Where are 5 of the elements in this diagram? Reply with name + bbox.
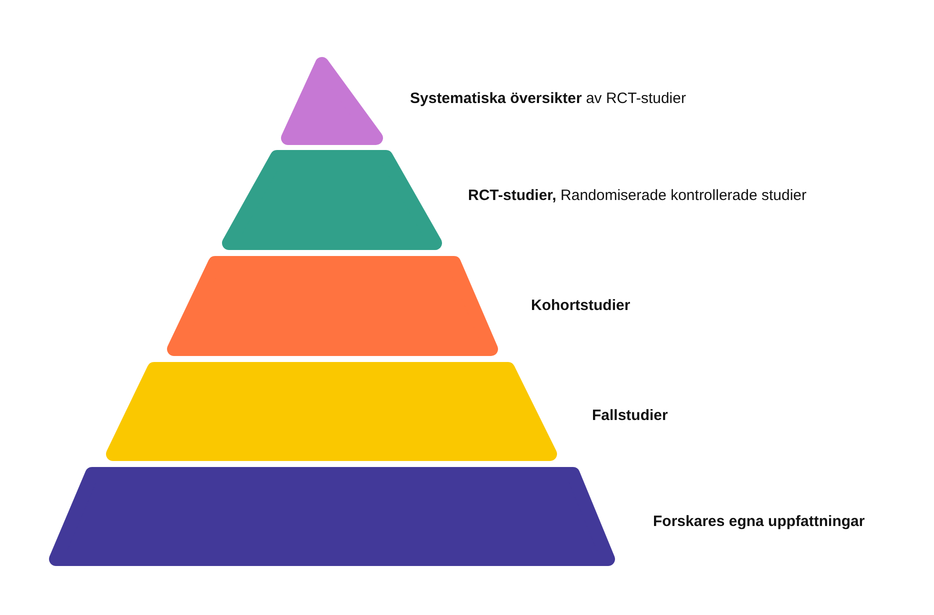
tier-label: RCT-studier, Randomiserade kontrollerade studier xyxy=(468,187,806,205)
tier-label: Fallstudier xyxy=(592,407,668,425)
tier-label: Kohortstudier xyxy=(531,297,630,315)
tier-label: Forskares egna uppfattningar xyxy=(653,513,865,531)
tier-label: Systematiska översikter av RCT-studier xyxy=(410,90,686,108)
